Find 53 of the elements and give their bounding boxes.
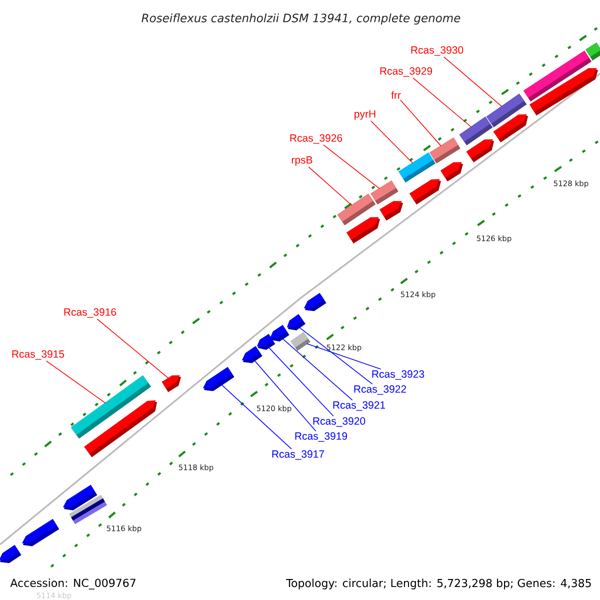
leader-line — [221, 384, 292, 450]
gene-feature — [202, 367, 234, 392]
gene-label: Rcas_3915 — [12, 350, 64, 360]
gene-label: rpsB — [292, 156, 312, 166]
gene-label: Rcas_3923 — [372, 370, 424, 380]
leader-line — [46, 360, 106, 404]
gene-feature — [0, 545, 22, 564]
leader-line — [254, 360, 316, 432]
gene-feature — [346, 217, 380, 244]
gene-feature — [22, 518, 60, 546]
gene-bar — [398, 152, 436, 182]
leader-line — [299, 327, 373, 384]
gene-feature — [380, 201, 403, 221]
gene-label: Rcas_3916 — [64, 308, 116, 318]
gene-bar — [290, 332, 310, 351]
gene-feature — [304, 293, 326, 312]
leader-line — [412, 78, 472, 128]
gene-feature — [84, 400, 157, 458]
gene-label: Rcas_3921 — [333, 401, 386, 411]
leader-line — [400, 100, 442, 146]
gene-label: Rcas_3929 — [380, 67, 432, 77]
gene-label: Rcas_3926 — [290, 134, 342, 144]
gene-label: Rcas_3919 — [295, 432, 348, 442]
leader-line — [282, 338, 353, 400]
leader-line — [96, 318, 169, 379]
leader-line — [268, 347, 334, 416]
gene-feature — [242, 346, 262, 364]
leader-line — [306, 343, 382, 370]
gene-bar — [370, 180, 398, 205]
gene-bar — [68, 494, 108, 524]
leader-line — [323, 144, 380, 189]
gene-feature — [440, 162, 463, 182]
gene-label: pyrH — [354, 110, 376, 120]
title: Roseiflexus castenholzii DSM 13941, complete genome — [142, 13, 460, 25]
gene-label: Rcas_3930 — [411, 46, 464, 56]
gene-bar — [430, 138, 460, 164]
genome-info-text: Topology: circular; Length: 5,723,298 bp; Genes: 4,385 — [286, 578, 591, 590]
gene-feature — [270, 325, 290, 342]
gene-feature — [286, 314, 306, 330]
gene-feature — [162, 375, 181, 392]
accession-text: Accession: NC_009767 — [10, 578, 136, 590]
gene-label: Rcas_3917 — [272, 450, 324, 460]
gene-bar — [586, 42, 600, 60]
gene-feature — [493, 114, 528, 142]
leader-line — [444, 56, 502, 107]
gene-feature — [530, 68, 598, 116]
gene-feature — [466, 139, 494, 162]
leader-line — [370, 120, 414, 164]
gene-feature — [410, 179, 441, 204]
leader-line — [308, 166, 352, 206]
gene-label: frr — [391, 91, 401, 99]
gene-label: Rcas_3922 — [354, 385, 406, 395]
gene-label: Rcas_3920 — [313, 417, 366, 427]
